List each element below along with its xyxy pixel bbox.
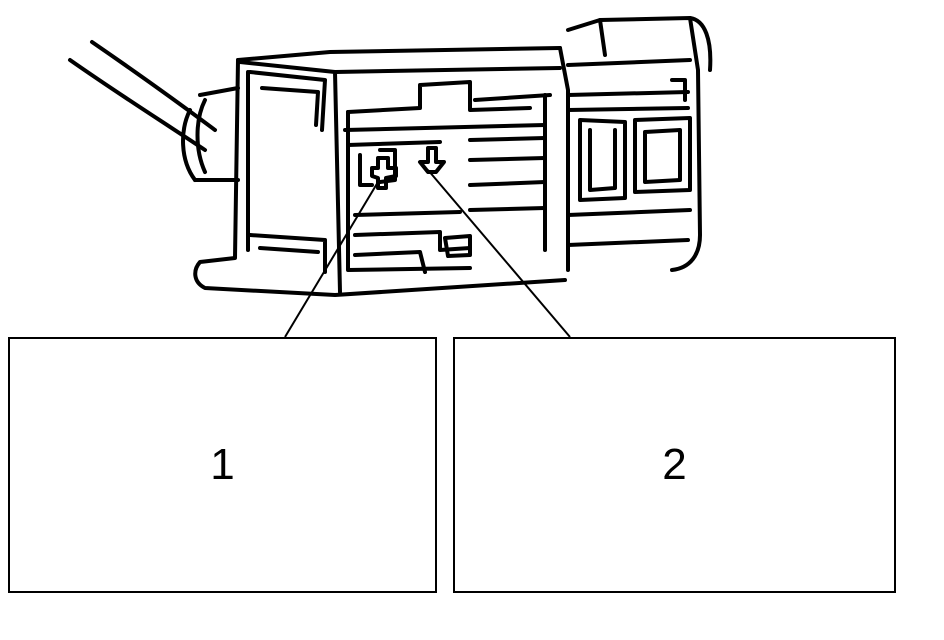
leader-line-1 — [284, 181, 379, 338]
callout-box-1: 1 — [8, 337, 437, 593]
wire-harness — [68, 40, 217, 152]
terminal-pin-1 — [370, 156, 398, 190]
connector-latch — [566, 16, 713, 272]
terminal-cavity — [343, 80, 552, 274]
callout-label-2: 2 — [662, 440, 687, 489]
connector-body — [193, 46, 570, 297]
connector-boot — [181, 86, 240, 182]
callout-box-2: 2 — [453, 337, 896, 593]
leader-line-2 — [427, 169, 571, 338]
terminal-pin-2 — [418, 146, 446, 174]
callout-label-1: 1 — [210, 440, 235, 489]
